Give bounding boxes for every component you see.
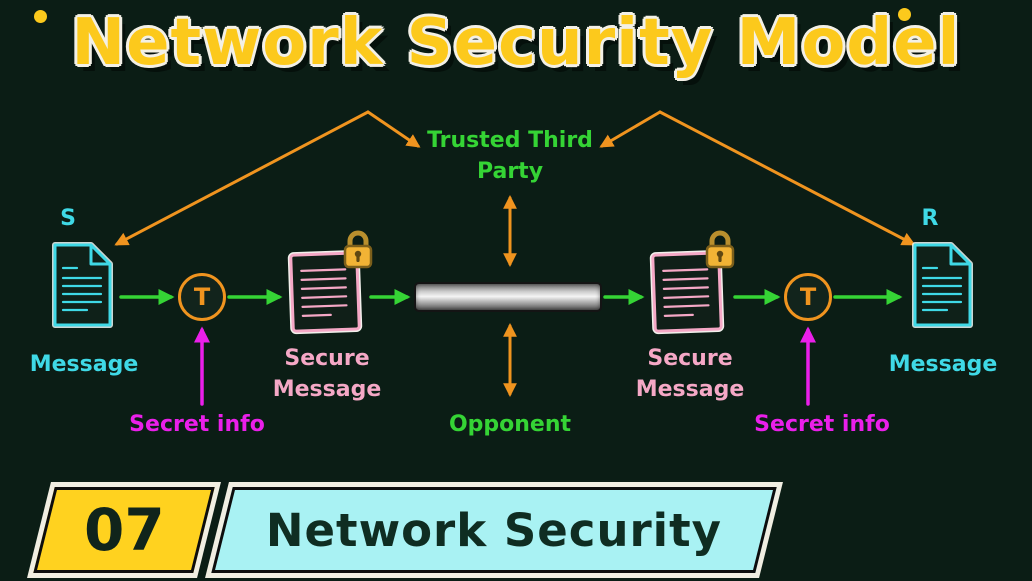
transform-letter-right: T <box>799 283 817 311</box>
series-title-badge: Network Security <box>211 487 777 573</box>
episode-number-badge: 07 <box>33 487 215 573</box>
document-icon <box>52 242 113 328</box>
opponent-label: Opponent <box>448 412 572 437</box>
trusted-third-party-label: Trusted Third Party <box>427 128 593 184</box>
page-title: Network Security Model <box>71 6 961 80</box>
padlock-icon <box>705 230 735 269</box>
secure-message-label-right: Secure Message <box>635 346 745 402</box>
sender-tag: S <box>60 206 76 231</box>
secret-info-label-right: Secret info <box>754 412 890 437</box>
document-icon <box>649 250 725 335</box>
decorative-dot-left <box>34 10 47 23</box>
transform-letter-left: T <box>193 283 211 311</box>
receiver-document <box>906 238 978 336</box>
channel-bar <box>414 282 602 312</box>
document-icon <box>912 242 973 328</box>
receiver-message-label: Message <box>888 352 998 377</box>
secure-document-left <box>284 230 373 338</box>
sender-message-label: Message <box>29 352 139 377</box>
decorative-dot-right <box>898 8 911 21</box>
series-title: Network Security <box>265 503 723 557</box>
transform-node-right: T <box>784 273 832 321</box>
secure-document-right <box>646 230 735 338</box>
episode-number: 07 <box>83 496 165 564</box>
receiver-tag: R <box>921 206 939 231</box>
sender-document <box>46 238 118 336</box>
padlock-icon <box>343 230 373 269</box>
secret-info-label-left: Secret info <box>129 412 265 437</box>
secure-message-label-left: Secure Message <box>272 346 382 402</box>
document-icon <box>287 250 363 335</box>
transform-node-left: T <box>178 273 226 321</box>
